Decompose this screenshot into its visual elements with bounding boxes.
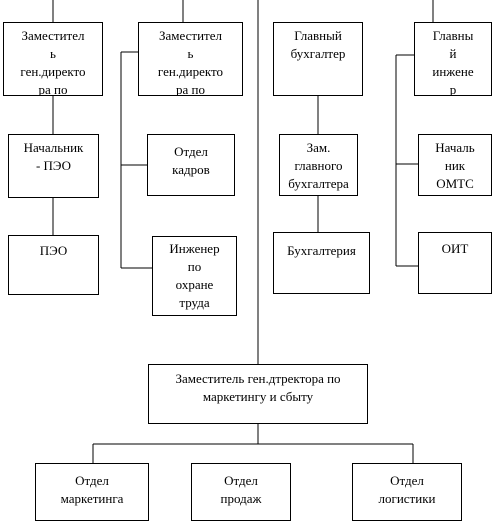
box-deputy-2: Заместител ь ген.директо ра по — [138, 22, 243, 96]
box-logistics-department: Отдел логистики — [352, 463, 462, 521]
box-oit: ОИТ — [418, 232, 492, 294]
box-sales-department: Отдел продаж — [191, 463, 291, 521]
box-head-omts: Началь ник ОМТС — [418, 134, 492, 196]
box-head-peo: Начальник - ПЭО — [8, 134, 99, 198]
box-marketing-department: Отдел маркетинга — [35, 463, 149, 521]
box-labor-safety-engineer: Инженер по охране труда — [152, 236, 237, 316]
box-hr-department: Отдел кадров — [147, 134, 235, 196]
box-chief-accountant: Главный бухгалтер — [273, 22, 363, 96]
box-deputy-marketing: Заместитель ген.дтректора по маркетингу … — [148, 364, 368, 424]
box-deputy-chief-accountant: Зам. главного бухгалтера — [279, 134, 358, 196]
box-chief-engineer: Главны й инжене р — [414, 22, 492, 96]
box-deputy-1: Заместител ь ген.директо ра по — [3, 22, 103, 96]
box-accounting: Бухгалтерия — [273, 232, 370, 294]
box-peo: ПЭО — [8, 235, 99, 295]
